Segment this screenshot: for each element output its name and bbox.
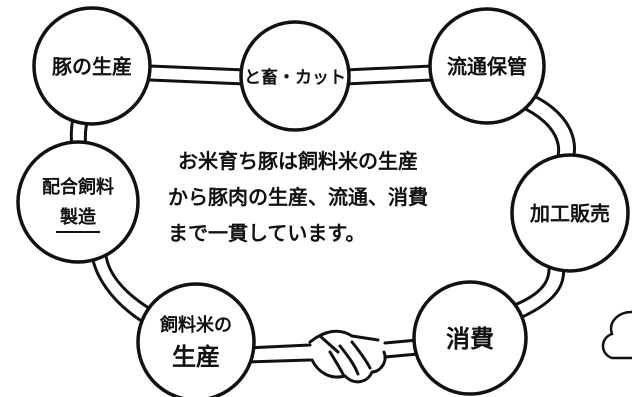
node-feed-mixing-label-line1: 配合飼料 (42, 176, 114, 198)
node-pig-production-label: 豚の生産 (52, 55, 132, 79)
node-distribution-circle (428, 7, 546, 125)
center-text-line3: まで一貫しています。 (168, 221, 365, 245)
handshake-icon (308, 329, 387, 384)
center-text-line2: から豚肉の生産、流通、消費 (168, 185, 428, 209)
node-feed-mixing-label-line2: 製造 (59, 206, 96, 228)
node-processing-circle (510, 153, 630, 273)
node-consumption-circle (412, 280, 528, 396)
node-processing-label: 加工販売 (529, 202, 610, 226)
node-pig-production-circle (32, 6, 152, 126)
node-consumption-label: 消費 (446, 325, 494, 353)
node-feed-rice-circle (136, 282, 256, 397)
node-feed-rice-label-line2: 生産 (172, 343, 220, 371)
node-feed-rice-label-line1: 飼料米の (159, 314, 232, 336)
cloud-fragment (601, 310, 632, 360)
node-slaughter-label: と畜・カット (244, 67, 346, 88)
node-slaughter-circle (239, 20, 351, 132)
node-feed-mixing-circle (16, 140, 140, 264)
center-text-line1: お米育ち豚は飼料米の生産 (178, 149, 418, 173)
node-distribution-label: 流通保管 (447, 55, 527, 79)
